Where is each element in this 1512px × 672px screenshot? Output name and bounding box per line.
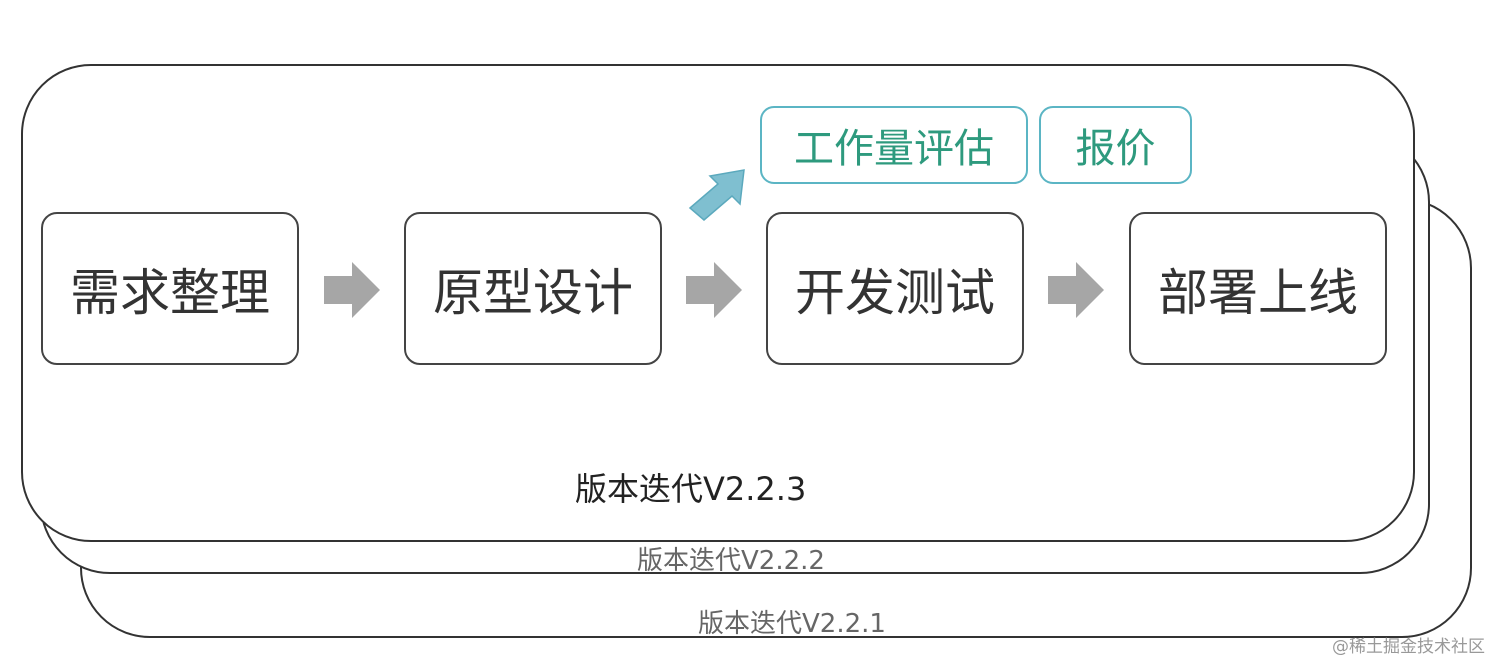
arrow-right-icon bbox=[1048, 262, 1104, 318]
arrow-up-right-icon bbox=[688, 169, 745, 221]
version-label-v222: 版本迭代V2.2.2 bbox=[637, 546, 825, 576]
version-label-v221: 版本迭代V2.2.1 bbox=[698, 609, 886, 639]
step-deploy: 部署上线 bbox=[1129, 212, 1387, 365]
step-dev-test: 开发测试 bbox=[766, 212, 1024, 365]
arrow-right-icon bbox=[686, 262, 742, 318]
watermark: @稀土掘金技术社区 bbox=[1332, 637, 1485, 657]
arrow-right-icon bbox=[324, 262, 380, 318]
step-requirements: 需求整理 bbox=[41, 212, 299, 365]
tag-workload-estimate: 工作量评估 bbox=[760, 106, 1028, 184]
tag-quote: 报价 bbox=[1039, 106, 1192, 184]
step-prototype: 原型设计 bbox=[404, 212, 662, 365]
version-label-v223: 版本迭代V2.2.3 bbox=[575, 470, 807, 508]
